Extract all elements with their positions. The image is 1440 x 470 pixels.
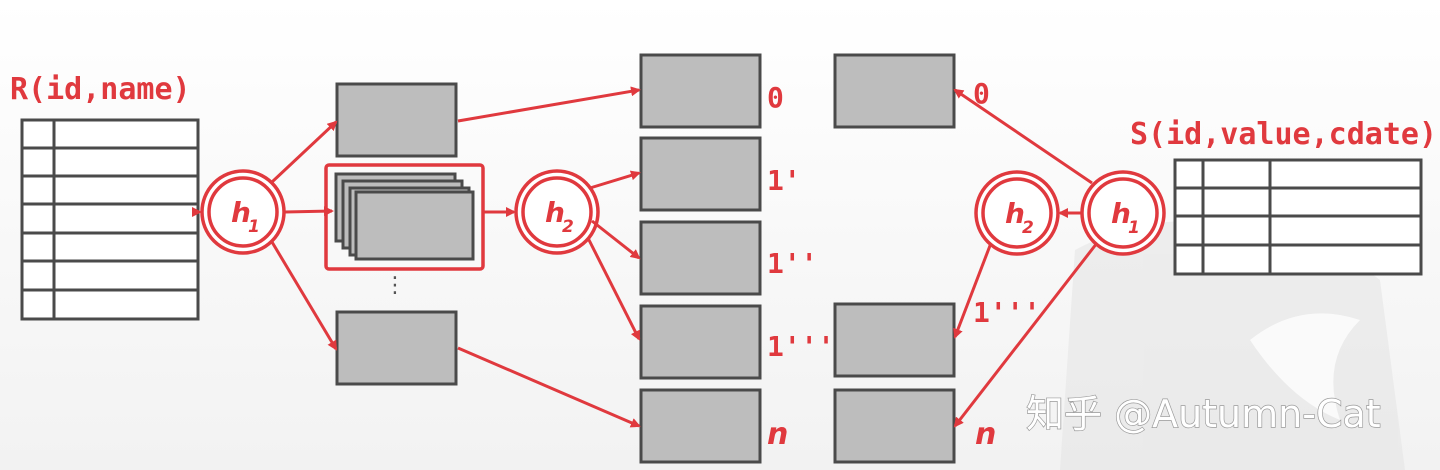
h1-left-letter: h [231,196,251,229]
bucket-label-1-double-prime: 1'' [767,247,818,280]
partition-bucket-stack [324,163,485,271]
arrow-right-h1-to-bucket-0 [953,88,1093,185]
h2-left-subscript: 2 [562,217,574,237]
partition-bucket-bottom [335,310,458,386]
right-bucket-label-n: n [975,417,996,452]
left-relation-table [20,118,200,321]
ellipsis: ⋮ [384,273,406,298]
h2-left-letter: h [545,196,565,229]
arrow-top-partition-to-bucket-0 [457,86,641,123]
bucket-label-1-triple-prime: 1''' [767,330,834,363]
arrow-right-h1-to-bucket-n [953,242,1099,428]
right-relation-label: S(id,value,cdate) [1130,117,1437,152]
hash-function-h2-right: h 2 [974,170,1060,256]
right-relation-table [1173,158,1423,276]
right-bucket-n [833,388,956,464]
arrow-h1-to-top-partition [270,120,338,184]
h1-right-subscript: 1 [1128,218,1140,238]
hash-function-h1-right: h 1 [1080,170,1166,256]
arrow-h2-to-bucket-1 [589,170,641,190]
arrow-h1-to-stack [284,206,334,217]
hash-function-h2-left: h 2 [514,169,600,255]
left-relation-label: R(id,name) [10,72,191,107]
watermark-text: 知乎 @Autumn-Cat [1026,392,1381,436]
bucket-1-prime [639,136,762,212]
arrow-h1-to-bottom-partition [270,241,338,351]
h2-right-letter: h [1005,197,1025,230]
bucket-label-1-prime: 1' [767,164,801,197]
bucket-1-triple-prime [639,304,762,380]
arrow-h2-to-bucket-3 [586,237,641,341]
bucket-label-n: n [767,417,788,452]
right-bucket-label-0: 0 [973,77,990,110]
h1-left-subscript: 1 [248,217,260,237]
watermark-logo-shape [1060,220,1405,470]
bucket-1-double-prime [639,220,762,296]
arrow-bottom-partition-to-bucket-n [457,346,641,428]
partition-bucket-top [335,82,458,158]
bucket-label-0: 0 [767,81,784,114]
hash-function-h1-left: h 1 [200,169,286,255]
bucket-0 [639,53,762,129]
right-bucket-label-1-triple-prime: 1''' [973,296,1040,329]
arrows [270,86,1099,428]
overflow-highlight-box [324,163,485,271]
bucket-n [639,388,762,464]
right-bucket-0 [833,53,956,129]
arrow-right-h2-to-bucket-3 [953,242,993,339]
right-bucket-1-triple-prime [833,302,956,378]
arrow-h2-to-bucket-2 [591,219,641,260]
h1-right-letter: h [1111,197,1131,230]
h2-right-subscript: 2 [1022,218,1034,238]
